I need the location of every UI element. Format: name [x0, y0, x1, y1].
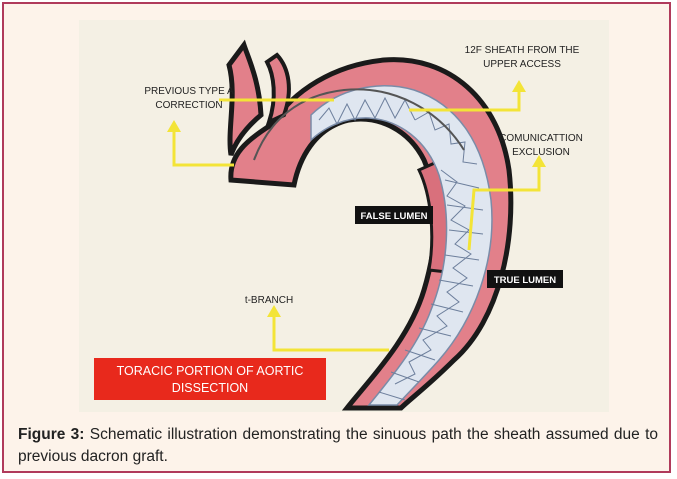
figure-caption: Figure 3: Schematic illustration demonst…: [18, 424, 658, 468]
caption-text: Schematic illustration demonstrating the…: [18, 426, 658, 465]
label-communication-line2: EXCLUSION: [512, 147, 570, 158]
figure-panel: PREVIOUS TYPE A CORRECTION 12F SHEATH FR…: [79, 20, 609, 412]
label-previous-type-a-line1: PREVIOUS TYPE A: [144, 86, 234, 97]
figure-frame: PREVIOUS TYPE A CORRECTION 12F SHEATH FR…: [2, 2, 671, 473]
aorta-illustration: PREVIOUS TYPE A CORRECTION 12F SHEATH FR…: [79, 20, 609, 412]
label-t-branch: t-BRANCH: [245, 295, 293, 306]
label-previous-type-a-line2: CORRECTION: [155, 100, 222, 111]
branch-vessel: [267, 55, 289, 122]
label-toracic-line1: TORACIC PORTION OF AORTIC: [117, 364, 304, 378]
label-sheath-line2: UPPER ACCESS: [483, 59, 561, 70]
label-true-lumen: TRUE LUMEN: [494, 275, 556, 286]
label-sheath-line1: 12F SHEATH FROM THE: [465, 45, 580, 56]
label-communication-line1: COMUNICATTION: [499, 133, 583, 144]
caption-label: Figure 3:: [18, 426, 84, 443]
label-toracic-line2: DISSECTION: [172, 381, 248, 395]
label-false-lumen: FALSE LUMEN: [360, 211, 427, 222]
